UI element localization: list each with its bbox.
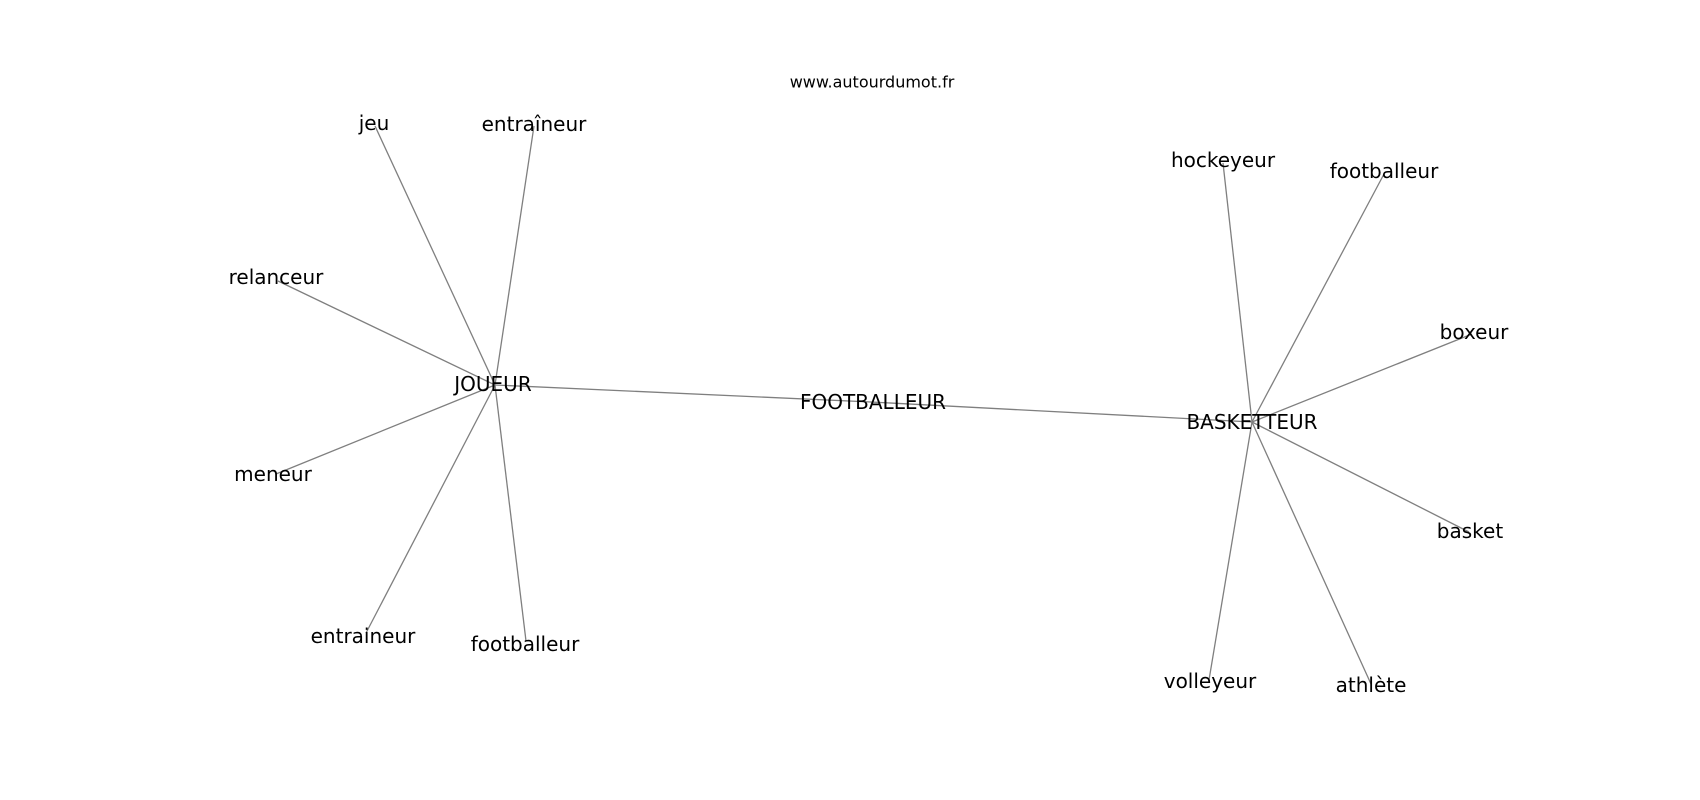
edge-joueur-entraineur-1 <box>494 125 535 386</box>
edge-joueur-meneur <box>275 384 496 475</box>
node-hub-joueur: JOUEUR <box>452 372 532 396</box>
node-joueur-neighbor: entraîneur <box>482 112 588 136</box>
edge-basketteur-athlete <box>1251 421 1372 685</box>
node-center: FOOTBALLEUR <box>800 390 946 414</box>
edge-basketteur-hockeyeur <box>1222 162 1253 423</box>
node-basketteur-neighbor: boxeur <box>1440 320 1510 344</box>
edge-basketteur-footballeur <box>1251 173 1385 423</box>
node-basketteur-neighbor: footballeur <box>1330 159 1439 183</box>
edge-center-joueur <box>494 384 872 403</box>
node-basketteur-neighbor: hockeyeur <box>1171 148 1276 172</box>
edge-basketteur-volleyeur <box>1208 421 1253 681</box>
node-joueur-neighbor: relanceur <box>229 265 325 289</box>
node-joueur-neighbor: jeu <box>358 111 390 135</box>
node-basketteur-neighbor: basket <box>1437 519 1504 543</box>
edge-joueur-relanceur <box>277 280 496 386</box>
edge-joueur-entraineur-2 <box>365 384 496 634</box>
edge-joueur-footballeur <box>494 384 527 642</box>
node-joueur-neighbor: entraineur <box>311 624 417 648</box>
edge-basketteur-basket <box>1251 421 1470 533</box>
edge-basketteur-boxeur <box>1251 333 1473 423</box>
watermark-text: www.autourdumot.fr <box>790 73 955 92</box>
edge-center-basketteur <box>870 401 1253 423</box>
node-basketteur-neighbor: athlète <box>1336 673 1407 697</box>
node-hub-basketteur: BASKETTEUR <box>1186 410 1317 434</box>
node-joueur-neighbor: footballeur <box>471 632 580 656</box>
node-basketteur-neighbor: volleyeur <box>1164 669 1257 693</box>
edge-joueur-jeu <box>374 125 496 386</box>
node-joueur-neighbor: meneur <box>234 462 312 486</box>
